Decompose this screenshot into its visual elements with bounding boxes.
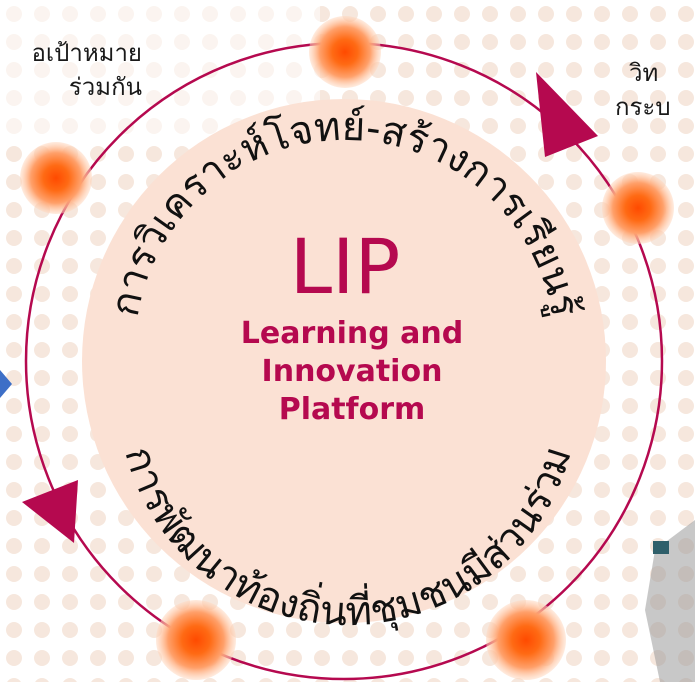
figure-detail [653,541,669,554]
arrowhead-left [22,480,78,543]
node-top-left [20,142,92,214]
arrowhead-top-right [536,72,598,157]
node-bottom-left [156,600,236,680]
center-subtitle-line-1: Learning and [241,316,464,351]
center-disk [82,99,606,623]
center-subtitle-line-3: Platform [279,392,426,427]
figure-silhouette [645,520,695,682]
side-label-top-left: อเป้าหมาย ร่วมกัน [0,36,142,104]
center-title: LIP [290,222,401,311]
center-subtitle-line-2: Innovation [262,354,443,389]
node-top [309,16,381,88]
side-label-top-left-line-2: ร่วมกัน [68,73,142,101]
node-bottom-right [486,600,566,680]
side-label-top-left-line-1: อเป้าหมาย [31,39,142,67]
left-edge-arrow [0,370,12,398]
node-right [602,172,674,244]
side-label-top-right-line-2: กระบ [615,93,671,121]
side-label-top-right: วิท กระบ [615,56,671,124]
side-label-top-right-line-1: วิท [629,59,659,87]
